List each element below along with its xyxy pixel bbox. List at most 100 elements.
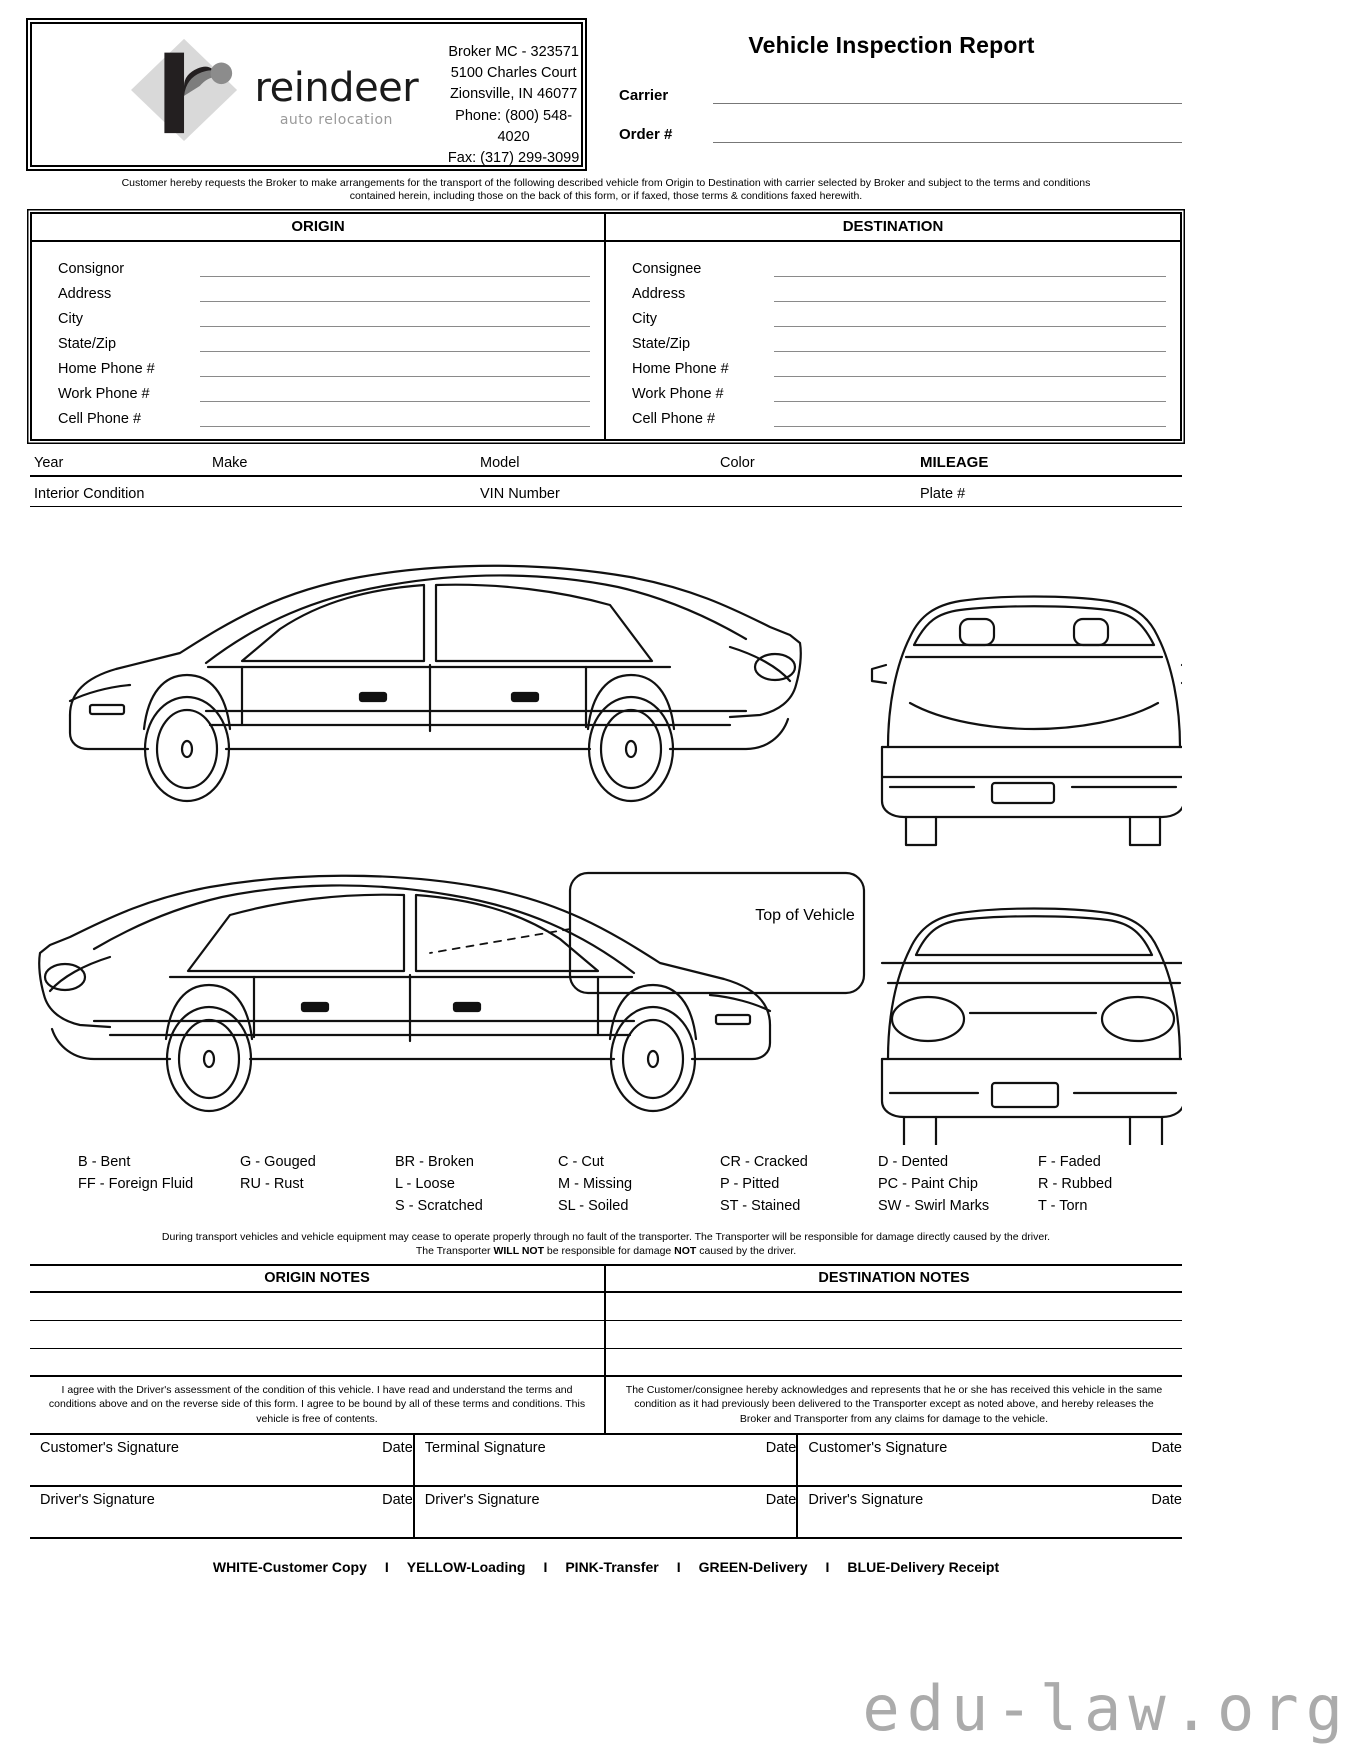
field-label: Work Phone # [632,385,724,402]
agreement-text-left: I agree with the Driver's assessment of … [30,1377,606,1433]
legend-column-2: BR - Broken L - Loose S - Scratched [395,1151,558,1217]
agreement-block: I agree with the Driver's assessment of … [30,1377,1182,1435]
destination-notes-input-0[interactable] [606,1293,1182,1320]
plate-number-label: Plate # [920,485,966,502]
legend-item: R - Rubbed [1038,1175,1113,1192]
signature-label: Customer's Signature [808,1439,948,1456]
origin-field-work-phone: Work Phone # [58,377,590,402]
order-input[interactable] [713,126,1182,143]
footer-item-yellow: YELLOW-Loading [406,1558,526,1575]
destination-notes-input-1[interactable] [606,1321,1182,1348]
origin-statezip-input[interactable] [200,336,590,352]
destination-field-consignee: Consignee [632,252,1166,277]
destination-consignee-input[interactable] [774,261,1166,277]
reindeer-diamond-logo-icon [127,35,263,148]
transport-note-pre: The Transporter [415,1244,494,1257]
driver-signature-cell-1[interactable]: Driver's Signature Date [30,1486,415,1537]
origin-notes-heading: ORIGIN NOTES [30,1266,606,1292]
origin-home-phone-input[interactable] [200,361,590,377]
origin-column: ORIGIN Consignor Address City State/Zip [32,213,606,439]
field-label: State/Zip [632,335,691,352]
legend-item: ST - Stained [720,1197,801,1214]
company-contact-info: Broker MC - 323571 5100 Charles Court Zi… [446,20,581,170]
agreement-text-right: The Customer/consignee hereby acknowledg… [625,1384,1163,1425]
date-label: Date [382,1439,413,1456]
destination-field-home-phone: Home Phone # [632,352,1166,377]
transport-disclaimer: During transport vehicles and vehicle eq… [30,1231,1182,1258]
vin-number-label: VIN Number [480,485,560,502]
customer-signature-cell-2[interactable]: Customer's Signature Date [798,1435,1182,1485]
field-label: Cell Phone # [58,410,142,427]
footer-item-green: GREEN-Delivery [698,1558,808,1575]
origin-notes-input-1[interactable] [30,1321,606,1349]
header-right: Vehicle Inspection Report Carrier Order … [583,22,1182,143]
footer-separator: I [384,1558,389,1575]
vehicle-info-row-1[interactable]: Year Make Model Color MILEAGE [30,447,1182,477]
color-label: Color [720,454,755,471]
signature-row-1: Customer's Signature Date Terminal Signa… [30,1434,1182,1487]
carrier-label: Carrier [619,87,669,104]
destination-address-input[interactable] [774,286,1166,302]
origin-cell-phone-input[interactable] [200,411,590,427]
date-label: Date [1151,1491,1182,1508]
signature-label: Terminal Signature [424,1439,546,1456]
legend-item: C - Cut [558,1153,604,1170]
destination-statezip-input[interactable] [774,336,1166,352]
brand-tagline: auto relocation [279,111,393,128]
transport-note-post: caused by the driver. [696,1244,797,1257]
carrier-input[interactable] [713,87,1182,104]
carrier-field-row: Carrier [619,87,1182,104]
legend-item: M - Missing [558,1175,633,1192]
company-info-line-2: Zionsville, IN 46077 [449,86,578,103]
signature-label: Customer's Signature [40,1439,179,1456]
origin-address-input[interactable] [200,286,590,302]
company-info-line-1: 5100 Charles Court [450,64,577,81]
origin-field-consignor: Consignor [58,252,590,277]
transport-note-line-1: During transport vehicles and vehicle eq… [161,1230,1051,1243]
company-info-line-4: Fax: (317) 299-3099 [447,150,580,167]
field-label: Home Phone # [58,360,155,377]
destination-cell-phone-input[interactable] [774,411,1166,427]
origin-city-input[interactable] [200,311,590,327]
destination-field-cell-phone: Cell Phone # [632,402,1166,427]
legend-item: FF - Foreign Fluid [78,1175,194,1192]
model-label: Model [480,454,520,471]
destination-field-city: City [632,302,1166,327]
legend-item: L - Loose [395,1175,455,1192]
origin-consignor-input[interactable] [200,261,590,277]
date-label: Date [765,1491,797,1508]
vehicle-info-row-2[interactable]: Interior Condition VIN Number Plate # [30,477,1182,507]
legend-column-5: D - Dented PC - Paint Chip SW - Swirl Ma… [878,1151,1038,1217]
destination-work-phone-input[interactable] [774,386,1166,402]
customer-signature-cell-1[interactable]: Customer's Signature Date [30,1434,415,1485]
field-label: City [58,310,83,327]
footer-item-pink: PINK-Transfer [565,1558,659,1575]
mileage-label: MILEAGE [920,453,989,471]
notes-row [30,1293,1182,1322]
destination-home-phone-input[interactable] [774,361,1166,377]
field-label: Work Phone # [58,385,150,402]
legend-column-3: C - Cut M - Missing SL - Soiled [558,1151,720,1217]
terminal-signature-cell[interactable]: Terminal Signature Date [415,1434,799,1485]
destination-city-input[interactable] [774,311,1166,327]
origin-field-statezip: State/Zip [58,327,590,352]
field-label: City [632,310,657,327]
legend-item: F - Faded [1038,1153,1101,1170]
destination-notes-input-2[interactable] [606,1349,1182,1375]
origin-destination-table: ORIGIN Consignor Address City State/Zip [30,211,1182,441]
legend-item: SL - Soiled [558,1197,629,1214]
vehicle-damage-diagrams[interactable]: Top of Vehicle [30,515,1182,1145]
origin-work-phone-input[interactable] [200,386,590,402]
origin-notes-input-2[interactable] [30,1349,606,1376]
legend-column-1: G - Gouged RU - Rust [240,1151,395,1217]
date-label: Date [765,1439,797,1456]
legend-item: P - Pitted [720,1175,780,1192]
company-info-line-0: Broker MC - 323571 [448,43,579,60]
signature-label: Driver's Signature [424,1491,540,1508]
driver-signature-cell-2[interactable]: Driver's Signature Date [415,1486,799,1537]
driver-signature-cell-3[interactable]: Driver's Signature Date [798,1487,1182,1537]
legend-item: SW - Swirl Marks [878,1197,990,1214]
field-label: Address [632,285,686,302]
origin-notes-input-0[interactable] [30,1293,606,1321]
company-info-line-3: Phone: (800) 548-4020 [455,107,573,145]
